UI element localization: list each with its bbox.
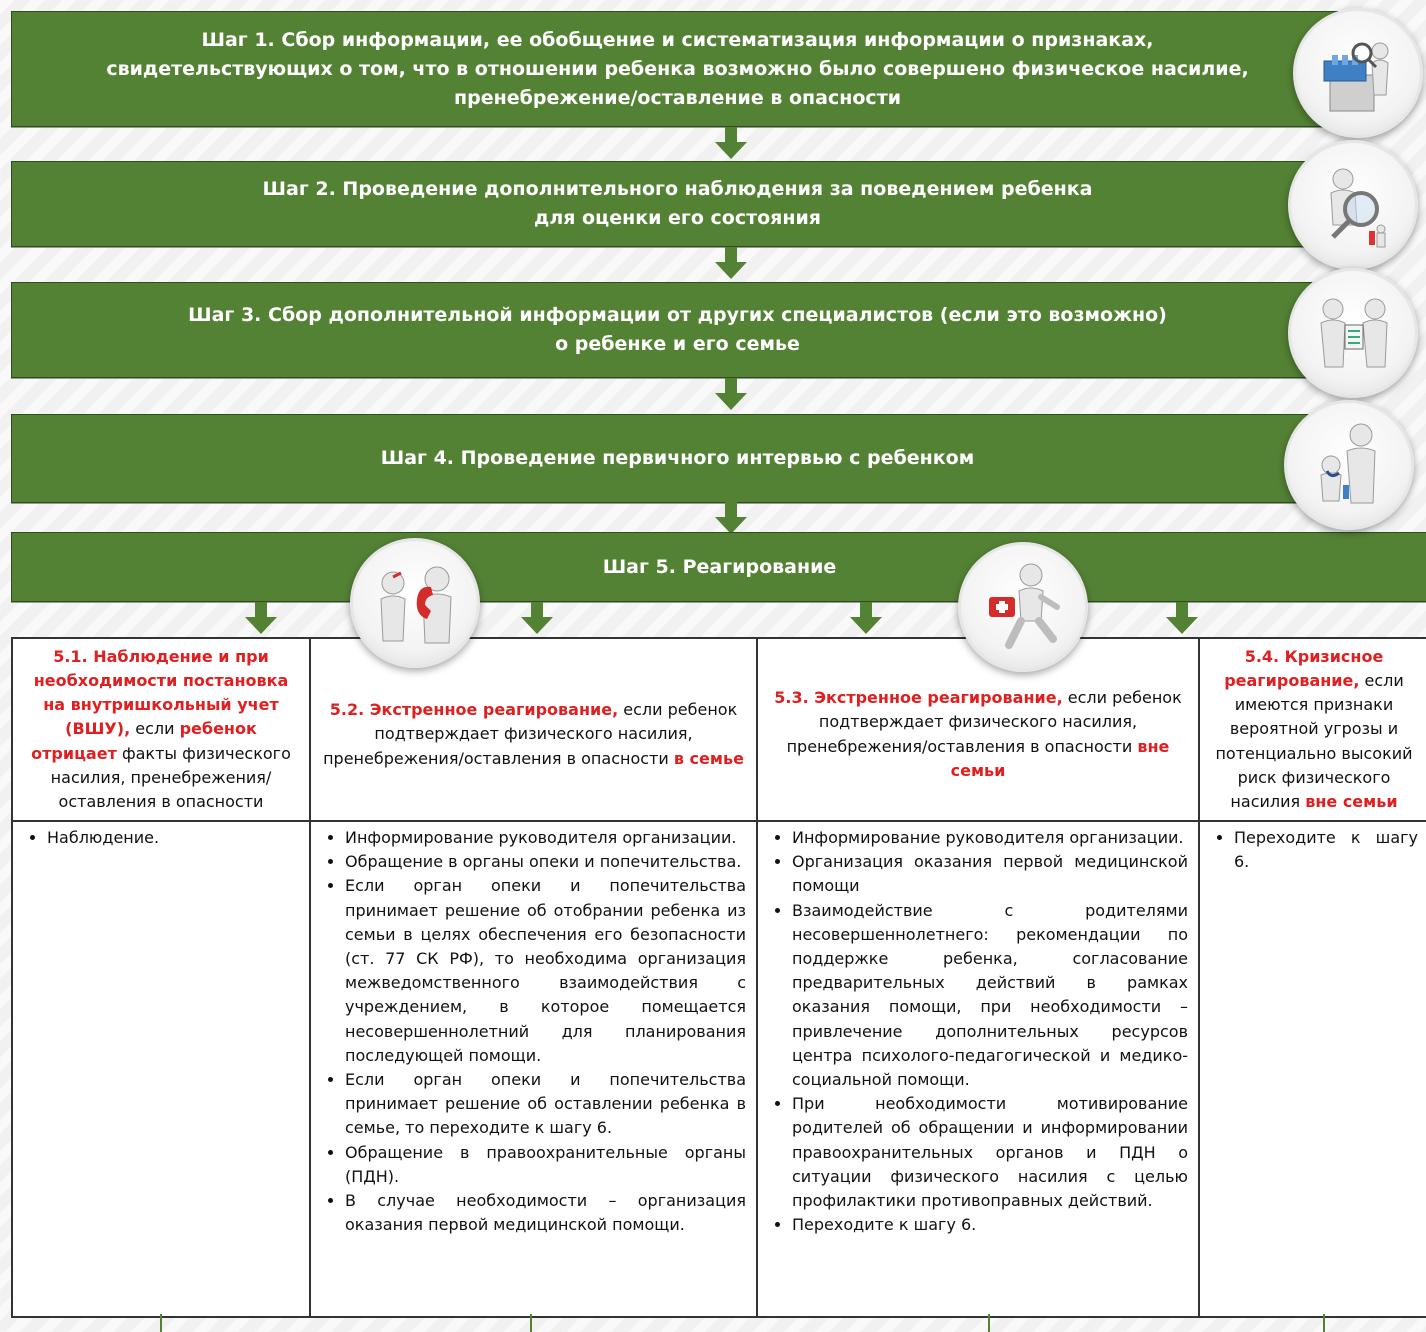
file-cabinet-search-icon — [1293, 8, 1423, 138]
step-3-line-1: Шаг 3. Сбор дополнительной информации от… — [188, 304, 1167, 326]
list-item: Обращение в правоохранительные органы (П… — [345, 1141, 746, 1189]
list-item: При необходимости мотивирование родителе… — [792, 1092, 1188, 1213]
list-item: Обращение в органы опеки и попечительств… — [345, 850, 746, 874]
first-aid-runner-icon — [958, 542, 1088, 672]
step-2-box: Шаг 2. Проведение дополнительного наблюд… — [11, 161, 1344, 247]
step-1-box: Шаг 1. Сбор информации, ее обобщение и с… — [11, 11, 1344, 127]
specialists-clipboard-icon — [1288, 268, 1418, 398]
list-item: Переходите к шагу 6. — [792, 1213, 1188, 1237]
connector-stub — [988, 1314, 990, 1332]
list-item: Организация оказания первой медицинской … — [792, 850, 1188, 898]
step-1-line-3: пренебрежение/оставление в опасности — [453, 86, 902, 109]
response-5-3-actions: Информирование руководителя организации.… — [758, 822, 1198, 1316]
step-2-line-1: Шаг 2. Проведение дополнительного наблюд… — [262, 178, 1093, 200]
list-item: В случае необходимости – организация ока… — [345, 1189, 746, 1237]
response-5-1-heading: 5.1. Наблюдение и при необходимости пост… — [31, 646, 291, 811]
list-item: Переходите к шагу 6. — [1234, 826, 1418, 874]
response-grid: 5.1. Наблюдение и при необходимости пост… — [11, 637, 1426, 1318]
step-1-line-1: Шаг 1. Сбор информации, ее обобщение и с… — [201, 28, 1154, 51]
response-5-3-heading: 5.3. Экстренное реагирование, если ребен… — [774, 688, 1182, 780]
response-5-1-actions: Наблюдение. — [13, 822, 309, 1316]
response-5-2-actions: Информирование руководителя организации.… — [311, 822, 756, 1316]
magnifier-observation-icon — [1288, 140, 1418, 270]
list-item: Взаимодействие с родителями несовершенно… — [792, 899, 1188, 1093]
list-item: Наблюдение. — [47, 826, 299, 850]
step-4-line-1: Шаг 4. Проведение первичного интервью с … — [380, 447, 975, 469]
step-2-line-2: для оценки его состояния — [533, 207, 821, 229]
step-5-box: Шаг 5. Реагирование — [11, 532, 1426, 602]
step-3-box: Шаг 3. Сбор дополнительной информации от… — [11, 282, 1344, 378]
emergency-phone-icon — [350, 538, 480, 668]
connector-stub — [160, 1314, 162, 1332]
list-item: Информирование руководителя организации. — [345, 826, 746, 850]
connector-stub — [530, 1314, 532, 1332]
response-5-4-heading: 5.4. Кризисное реагирование, если имеютс… — [1215, 646, 1413, 811]
list-item: Если орган опеки и попечительства приним… — [345, 874, 746, 1068]
response-5-2-heading: 5.2. Экстренное реагирование, если ребен… — [323, 700, 744, 768]
step-3-line-2: о ребенке и его семье — [555, 333, 800, 355]
step-1-line-2: свидетельствующих о том, что в отношении… — [106, 57, 1249, 80]
step-5-line-1: Шаг 5. Реагирование — [602, 555, 837, 578]
list-item: Если орган опеки и попечительства приним… — [345, 1068, 746, 1141]
comforting-child-icon — [1284, 400, 1414, 530]
connector-stub — [1323, 1314, 1325, 1332]
step-4-box: Шаг 4. Проведение первичного интервью с … — [11, 414, 1344, 503]
response-5-4-actions: Переходите к шагу 6. — [1200, 822, 1426, 1316]
list-item: Информирование руководителя организации. — [792, 826, 1188, 850]
